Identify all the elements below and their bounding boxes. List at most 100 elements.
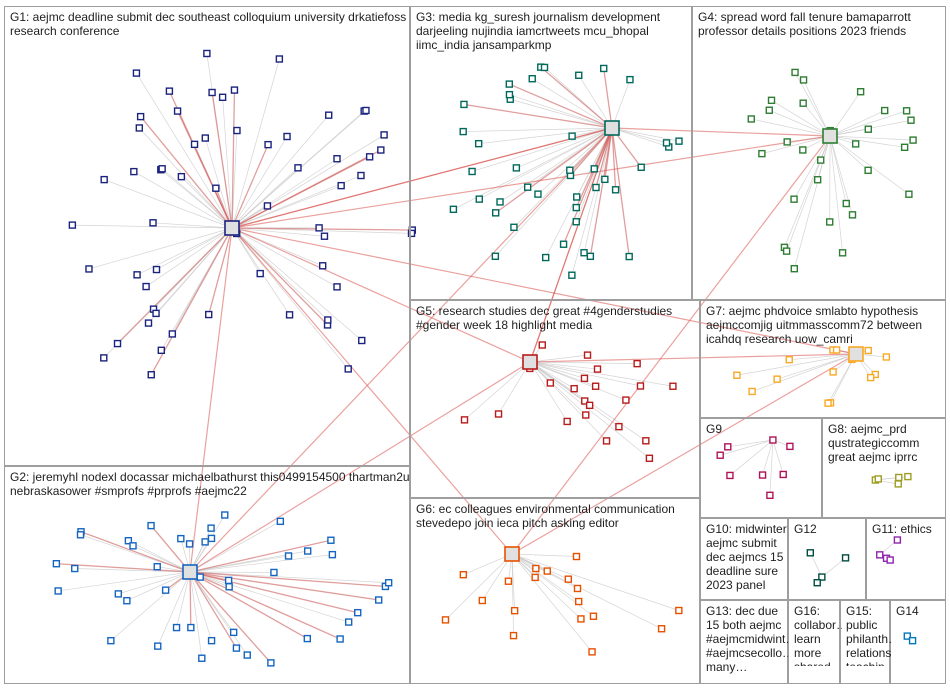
group-label-g2: G2: jeremyhl nodexl docassar michaelbath… bbox=[10, 470, 410, 498]
node-g2 bbox=[107, 636, 115, 645]
edge-hub-g2 bbox=[189, 571, 272, 664]
edge-g3 bbox=[471, 127, 613, 172]
edge-g6 bbox=[511, 553, 679, 611]
node-g2 bbox=[124, 537, 133, 545]
edge-g4 bbox=[829, 135, 843, 253]
node-g4 bbox=[907, 116, 915, 124]
edge-g3 bbox=[495, 127, 613, 257]
edge-g3 bbox=[603, 68, 613, 129]
node-g5 bbox=[593, 365, 602, 373]
node-g4 bbox=[842, 199, 850, 208]
node-g1 bbox=[157, 346, 166, 355]
node-g2 bbox=[303, 634, 312, 643]
edge-g3 bbox=[578, 75, 613, 129]
group-box-g7: G7: aejmc phdvoice smlabto hypothesis ae… bbox=[700, 300, 946, 418]
edge-g5 bbox=[529, 361, 673, 387]
node-g2 bbox=[161, 586, 170, 594]
node-g11 bbox=[886, 556, 894, 564]
node-g2 bbox=[344, 618, 353, 626]
group-box-g5: G5: research studies dec great #4genders… bbox=[410, 300, 700, 498]
node-g12 bbox=[818, 573, 826, 581]
edge-g6 bbox=[511, 553, 593, 653]
node-g9 bbox=[769, 436, 777, 444]
edge-g5 bbox=[529, 361, 620, 427]
node-g9 bbox=[758, 471, 767, 479]
edge-hub-g2 bbox=[189, 571, 379, 601]
hub-node-g6 bbox=[504, 546, 520, 562]
edge-g5 bbox=[529, 361, 568, 422]
node-g6 bbox=[504, 577, 513, 585]
edge-g1 bbox=[231, 156, 370, 229]
node-g3 bbox=[572, 218, 580, 226]
node-g1 bbox=[149, 219, 157, 227]
edge-g12 bbox=[809, 552, 823, 578]
node-g3 bbox=[475, 195, 483, 203]
group-box-g15: G15: public philanth… relations teachin… bbox=[840, 600, 892, 684]
edge-g3 bbox=[611, 127, 669, 148]
group-label-g7: G7: aejmc phdvoice smlabto hypothesis ae… bbox=[706, 304, 926, 346]
node-g1 bbox=[294, 164, 302, 172]
node-g5 bbox=[633, 359, 641, 368]
group-box-g2: G2: jeremyhl nodexl docassar michaelbath… bbox=[4, 466, 410, 684]
node-g2 bbox=[327, 536, 335, 544]
edge-g1 bbox=[133, 171, 233, 229]
node-g1 bbox=[212, 184, 220, 192]
edge-hub-g1 bbox=[208, 227, 233, 315]
edge-g1 bbox=[231, 130, 238, 229]
edge-g2 bbox=[189, 539, 331, 573]
node-g1 bbox=[135, 124, 144, 132]
group-box-g3: G3: media kg_suresh journalism developme… bbox=[410, 6, 692, 300]
edge-g5 bbox=[529, 361, 585, 379]
edge-g3 bbox=[479, 127, 613, 200]
group-label-g15: G15: public philanth… relations teachin… bbox=[846, 604, 892, 666]
edge-hub-g3 bbox=[463, 103, 613, 129]
edge-g3 bbox=[463, 104, 613, 129]
node-g6 bbox=[588, 648, 596, 656]
edge-g7 bbox=[736, 353, 857, 376]
node-g12 bbox=[813, 579, 821, 587]
node-g3 bbox=[505, 80, 513, 88]
node-g9 bbox=[726, 471, 734, 480]
edge-g1 bbox=[139, 127, 233, 229]
group-box-g1: G1: aejmc deadline submit dec southeast … bbox=[4, 6, 410, 466]
edge-hub-g3 bbox=[611, 127, 617, 190]
node-g3 bbox=[572, 203, 580, 212]
node-g5 bbox=[636, 382, 645, 390]
node-g2 bbox=[154, 642, 162, 650]
node-g1 bbox=[233, 126, 241, 135]
node-g6 bbox=[441, 616, 450, 624]
node-g1 bbox=[365, 153, 374, 161]
edge-g9 bbox=[762, 439, 774, 476]
edge-cross bbox=[231, 135, 831, 229]
node-g3 bbox=[459, 127, 467, 136]
node-g1 bbox=[320, 232, 329, 240]
edge-hub-g1 bbox=[231, 156, 370, 229]
edge-g1 bbox=[231, 227, 328, 326]
hub-edges-layer bbox=[56, 66, 857, 664]
node-g3 bbox=[592, 183, 600, 192]
edge-g5 bbox=[464, 361, 531, 421]
node-g4 bbox=[902, 107, 911, 115]
node-g8 bbox=[895, 473, 903, 482]
edge-g7 bbox=[777, 353, 857, 380]
edge-g2 bbox=[189, 571, 386, 587]
node-g6 bbox=[543, 567, 551, 575]
group-label-g10: G10: midwinter aejmc submit dec aejmcs 1… bbox=[706, 522, 790, 592]
node-g3 bbox=[512, 164, 521, 172]
edge-hub-g2 bbox=[56, 563, 191, 573]
node-g6 bbox=[572, 552, 581, 561]
node-g1 bbox=[158, 165, 166, 173]
edge-hub-g3 bbox=[509, 83, 613, 129]
node-g4 bbox=[791, 68, 799, 77]
node-g5 bbox=[669, 382, 677, 390]
edge-g3 bbox=[478, 127, 613, 145]
edge-g9 bbox=[720, 439, 773, 456]
node-g1 bbox=[344, 365, 352, 373]
node-g5 bbox=[494, 410, 503, 418]
group-label-g6: G6: ec colleagues environmental communic… bbox=[416, 502, 679, 530]
edge-g1 bbox=[72, 224, 233, 229]
node-g1 bbox=[358, 336, 366, 345]
node-g2 bbox=[172, 623, 181, 632]
edge-g4 bbox=[793, 135, 831, 200]
node-g7 bbox=[824, 399, 832, 407]
